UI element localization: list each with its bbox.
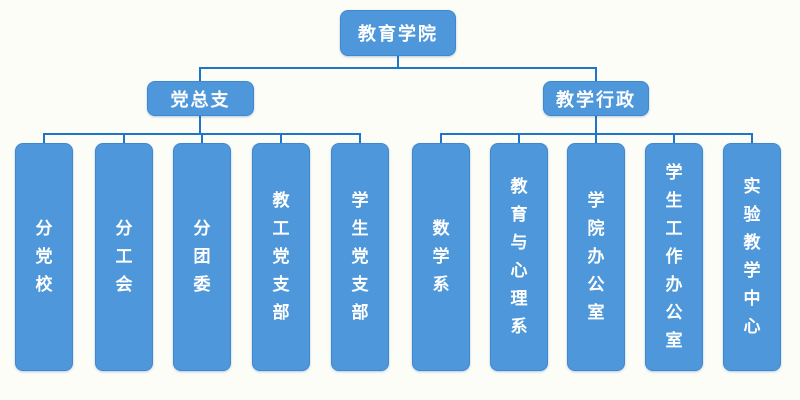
connector-admin-stem — [595, 116, 597, 134]
connector-level2-rail — [199, 67, 597, 69]
connector-root-drop — [397, 56, 399, 68]
leaf-youth-league-label: 分团委 — [193, 219, 211, 295]
connector-party-stub-1 — [43, 134, 45, 143]
leaf-labor-union-label: 分工会 — [115, 219, 133, 295]
branch-node-teaching-admin: 教学行政 — [543, 81, 649, 116]
leaf-student-affairs-office-label: 学生工作办公室 — [665, 163, 683, 351]
leaf-college-office-label: 学院办公室 — [587, 191, 605, 323]
leaf-faculty-party-branch: 教工党支部 — [252, 143, 310, 371]
leaf-math-department-label: 数学系 — [432, 219, 450, 295]
connector-branch-party-drop — [199, 68, 201, 81]
connector-party-stem — [199, 116, 201, 134]
org-root-node: 教育学院 — [340, 10, 456, 56]
leaf-experimental-teaching-center: 实验教学中心 — [723, 143, 781, 371]
connector-admin-stub-5 — [751, 134, 753, 143]
leaf-student-affairs-office: 学生工作办公室 — [645, 143, 703, 371]
leaf-student-party-branch: 学生党支部 — [331, 143, 389, 371]
org-root-label: 教育学院 — [358, 24, 438, 45]
branch-node-party-general: 党总支 — [147, 81, 254, 116]
leaf-college-office: 学院办公室 — [567, 143, 625, 371]
leaf-youth-league: 分团委 — [173, 143, 231, 371]
branch-admin-label: 教学行政 — [556, 89, 636, 111]
connector-admin-stub-1 — [440, 134, 442, 143]
connector-admin-stub-4 — [673, 134, 675, 143]
leaf-party-school: 分党校 — [15, 143, 73, 371]
connector-party-stub-3 — [201, 134, 203, 143]
connector-admin-stub-3 — [595, 134, 597, 143]
leaf-experimental-teaching-center-label: 实验教学中心 — [743, 177, 761, 337]
branch-party-label: 党总支 — [170, 89, 231, 111]
connector-admin-stub-2 — [518, 134, 520, 143]
leaf-party-school-label: 分党校 — [35, 219, 53, 295]
leaf-student-party-branch-label: 学生党支部 — [351, 191, 369, 323]
connector-branch-admin-drop — [595, 68, 597, 81]
leaf-faculty-party-branch-label: 教工党支部 — [272, 191, 290, 323]
connector-party-stub-4 — [280, 134, 282, 143]
leaf-edu-psych-department-label: 教育与心理系 — [510, 177, 528, 337]
leaf-math-department: 数学系 — [412, 143, 470, 371]
leaf-labor-union: 分工会 — [95, 143, 153, 371]
connector-party-stub-5 — [359, 134, 361, 143]
leaf-edu-psych-department: 教育与心理系 — [490, 143, 548, 371]
connector-party-stub-2 — [123, 134, 125, 143]
